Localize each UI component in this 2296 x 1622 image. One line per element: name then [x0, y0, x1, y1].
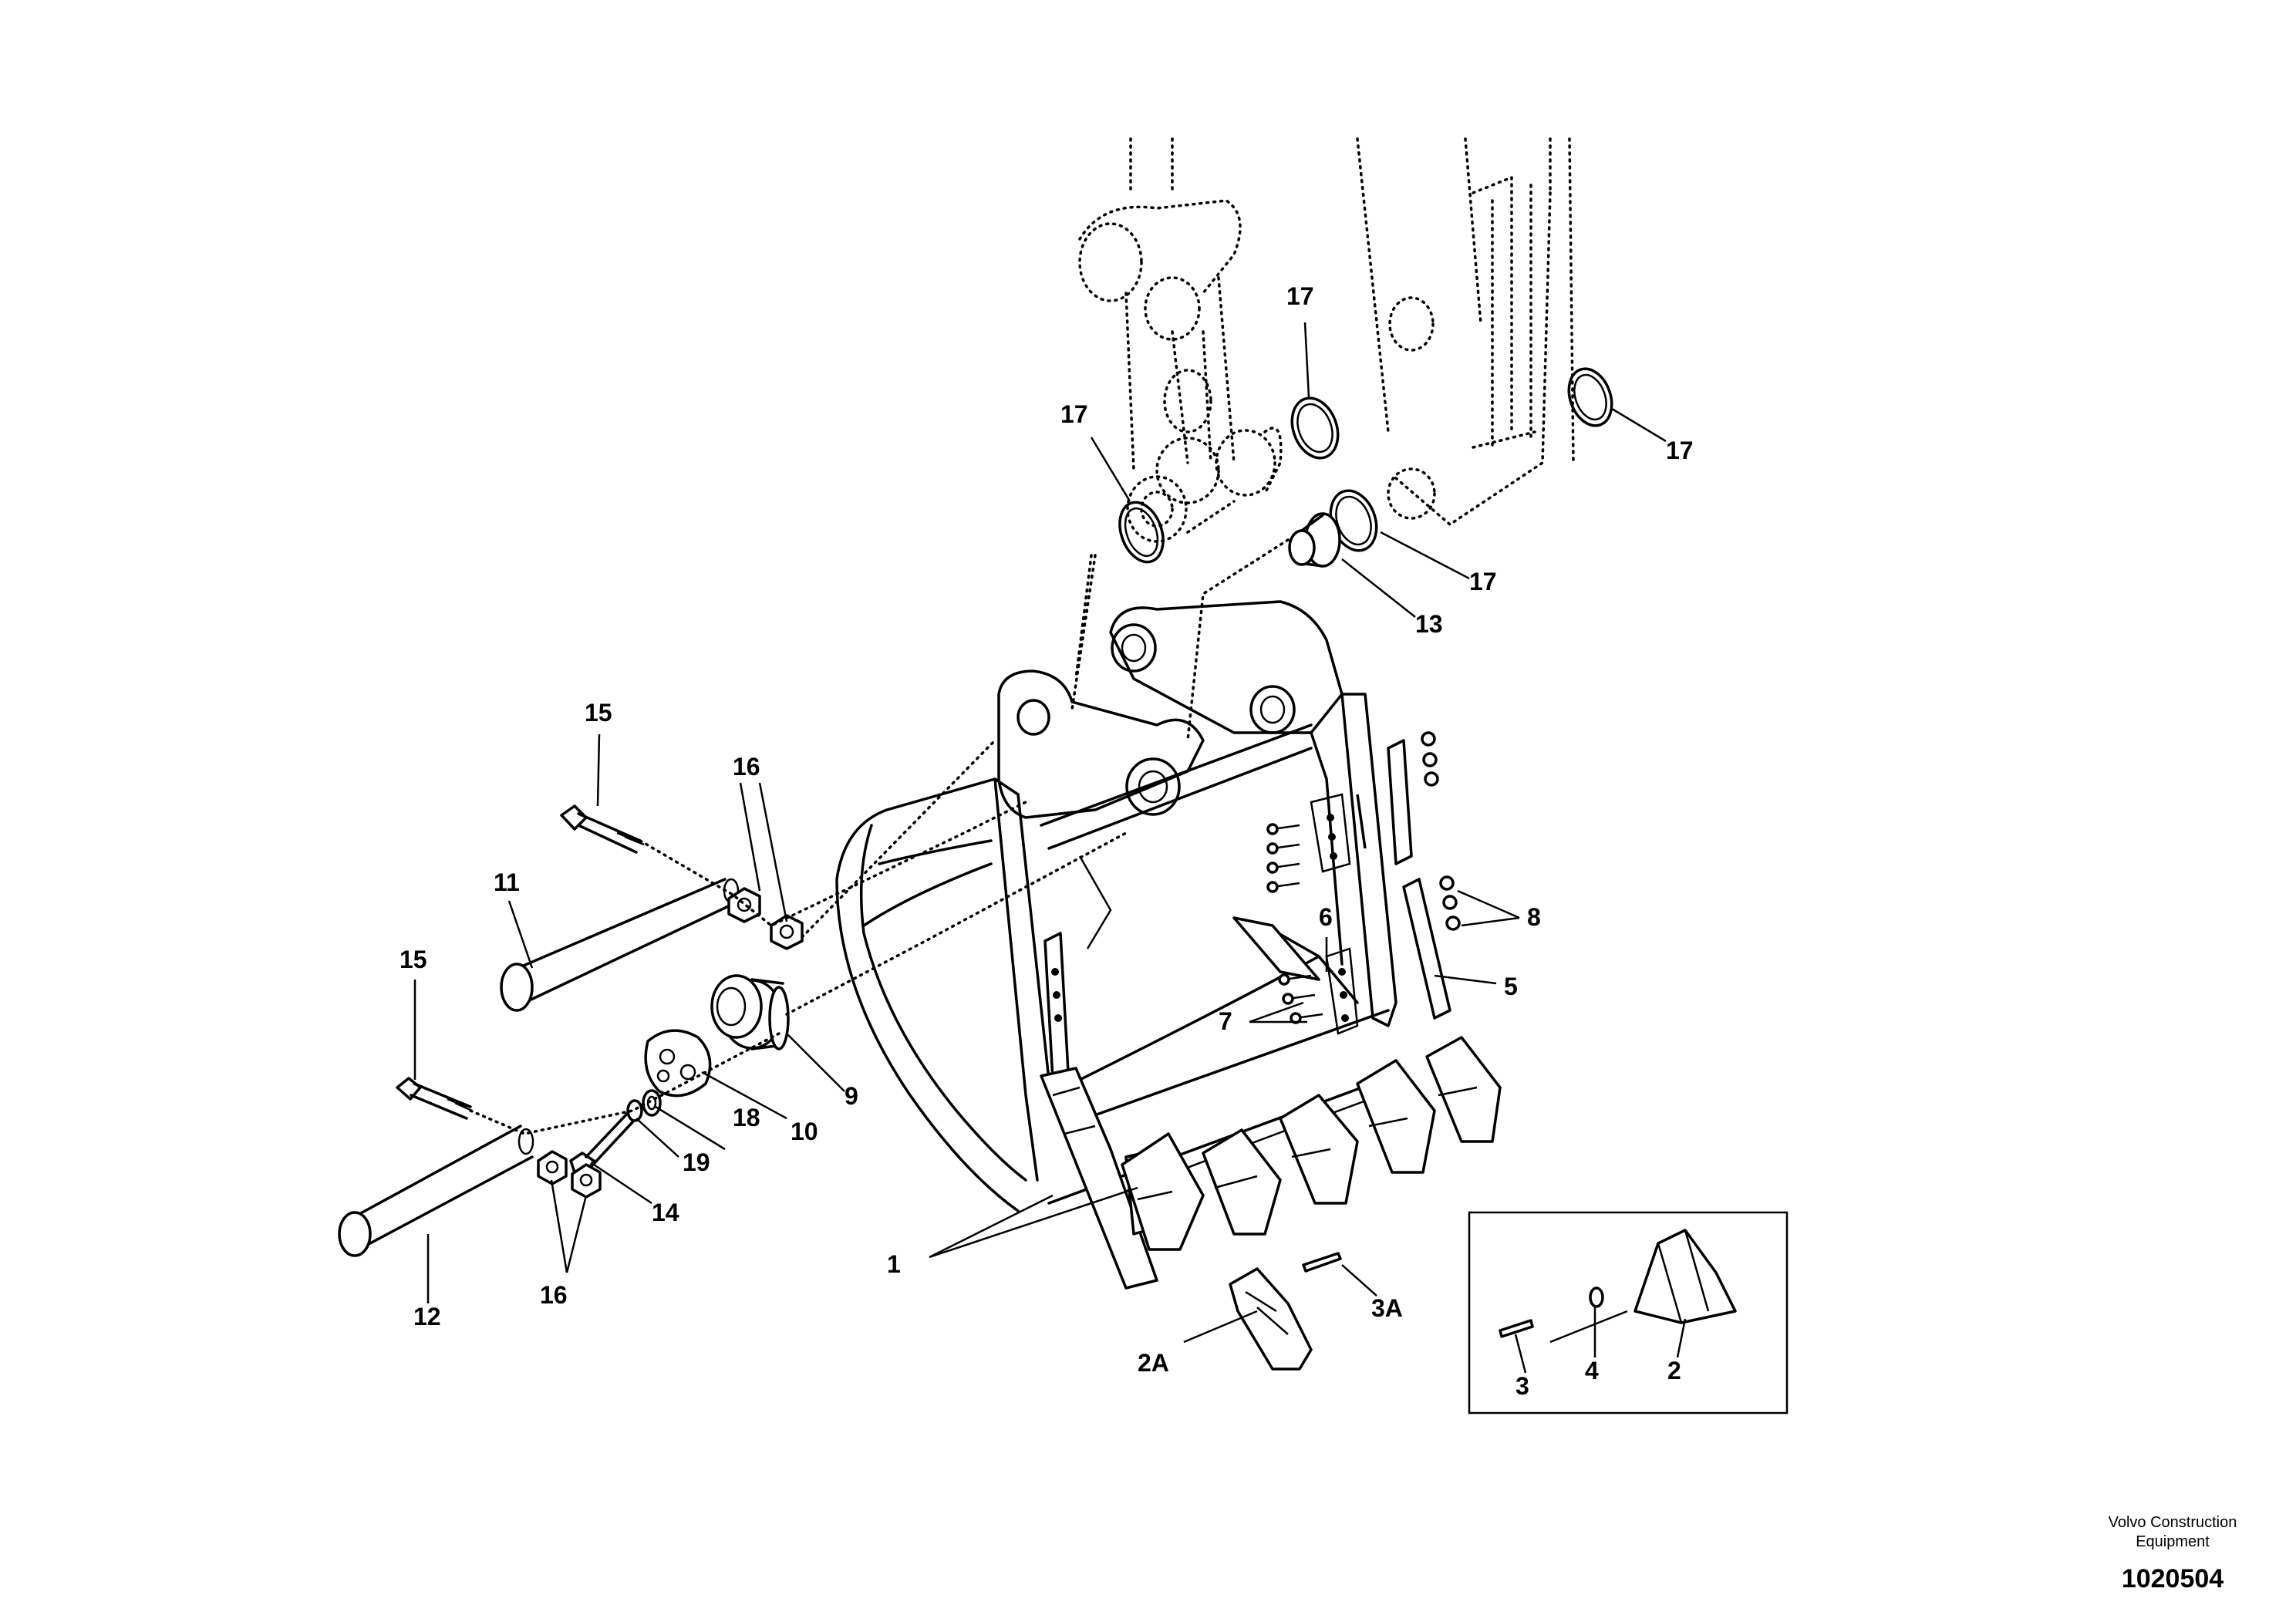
callout-17-top: 17 — [1286, 282, 1314, 310]
bushing-13 — [1288, 512, 1341, 568]
nuts-16-upper — [727, 887, 804, 950]
nuts-8-bolts-7 — [1266, 731, 1461, 1024]
o-ring-17-group — [1118, 367, 1613, 564]
footer-brand-line2: Equipment — [2136, 1533, 2210, 1550]
nuts-16-lower — [537, 1150, 602, 1199]
callout-10: 10 — [791, 1118, 818, 1145]
callout-2: 2 — [1667, 1357, 1681, 1384]
tooth-detail-inset — [1468, 1211, 1789, 1415]
callout-17-mid: 17 — [1469, 568, 1497, 595]
bolt-15-upper — [560, 804, 645, 854]
callout-17-right: 17 — [1666, 437, 1694, 464]
callout-16-upper: 16 — [733, 753, 760, 781]
tooth-2A-pin-3A — [1229, 1252, 1342, 1371]
callout-14: 14 — [652, 1199, 679, 1226]
callout-9: 9 — [845, 1082, 858, 1110]
callout-8: 8 — [1527, 903, 1541, 931]
callout-5: 5 — [1504, 973, 1518, 1000]
callout-7: 7 — [1219, 1007, 1232, 1035]
pin-12 — [338, 1125, 534, 1257]
side-cutters-5 — [1043, 739, 1451, 1081]
callout-6: 6 — [1319, 903, 1333, 931]
arm-linkage-dotted — [1078, 137, 1575, 543]
leader-lines — [413, 322, 1687, 1374]
bucket-teeth-1 — [1040, 1036, 1502, 1290]
bushing-9 — [710, 974, 790, 1050]
callout-2A: 2A — [1138, 1349, 1169, 1377]
callout-4: 4 — [1585, 1357, 1599, 1384]
bolt-15-lower — [396, 1077, 473, 1120]
footer-brand: Volvo Construction Equipment 1020504 — [2109, 1514, 2237, 1593]
bucket-assembly — [835, 600, 1405, 1212]
callout-17-left: 17 — [1060, 400, 1088, 428]
footer-brand-line1: Volvo Construction — [2109, 1514, 2237, 1531]
callout-11: 11 — [494, 868, 520, 896]
callout-15-lower: 15 — [400, 946, 427, 973]
callout-15-upper: 15 — [585, 699, 612, 727]
shim-10 — [644, 1029, 712, 1098]
callout-3A: 3A — [1371, 1294, 1403, 1322]
diagram-id: 1020504 — [2122, 1564, 2224, 1593]
pin-11 — [500, 878, 740, 1012]
callout-13: 13 — [1415, 610, 1443, 638]
callout-16-lower: 16 — [540, 1281, 568, 1309]
callout-labels: 17 17 17 17 13 15 16 11 15 9 10 18 19 14… — [400, 282, 1694, 1400]
callout-12: 12 — [413, 1303, 441, 1330]
callout-18: 18 — [733, 1104, 760, 1131]
assembly-dotted-lines — [469, 538, 1290, 1135]
bolt-14-washers — [569, 1089, 662, 1174]
callout-19: 19 — [683, 1148, 710, 1176]
callout-3: 3 — [1515, 1372, 1529, 1400]
callout-1: 1 — [887, 1250, 901, 1278]
